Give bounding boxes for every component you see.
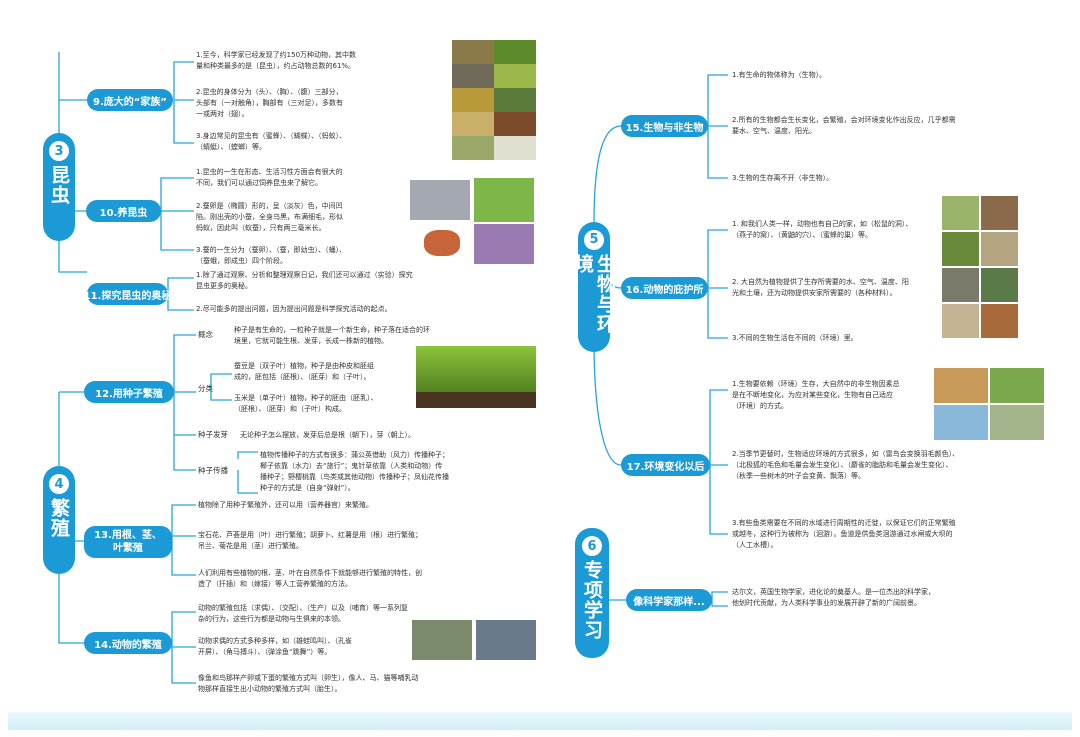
connector-l14-notes	[171, 611, 196, 684]
unit-5-badge: 5 生物与环境	[572, 222, 616, 352]
note-16-2: 2. 大自然为植物提供了生存所需要的水、空气、温度、阳光和土壤，还为动物提供安家…	[732, 278, 909, 297]
tag-seed-dispersal: 种子传播	[198, 466, 228, 475]
note-11-1: 1.除了通过观察、分析和整理观察日记，我们还可以通过（实验）探究昆虫更多的奥秘。	[196, 271, 413, 290]
note-scientist: 达尔文，英国生物学家，进化论的奠基人。是一位杰出的科学家，他划时代贡献，为人类科…	[732, 588, 935, 607]
lesson-17: 17.环境变化以后	[621, 454, 710, 476]
note-15-2: 2.所有的生物都会生长变化，会繁殖，会对环境变化作出反应，几乎都需要水、空气、温…	[732, 116, 956, 135]
unit-6-number: 6	[582, 536, 602, 556]
unit-4-title: 繁殖	[48, 498, 70, 538]
lesson-14: 14.动物的繁殖	[84, 632, 172, 654]
lesson-13-line-1: 13.用根、茎、	[94, 530, 162, 541]
connector-l11-notes	[167, 277, 194, 311]
note-17-2: 2.当季节更替时，生物适应环境的方式很多，如（雷鸟会变换羽毛颜色）、（北极狐的毛…	[732, 450, 960, 480]
animal-nest-photos	[412, 620, 536, 660]
tag-germination: 种子发芽	[198, 430, 228, 439]
note-14-1: 动物的繁殖包括（求偶）、（交配）、（生产）以及（哺育）等一系列复杂的行为，这些行…	[198, 604, 408, 623]
note-9-1: 1.至今，科学家已经发现了约150万种动物，其中数量和种类最多的是（昆虫），约占…	[196, 51, 357, 70]
note-13-3: 人们利用有些植物的根、茎、叶在自然条件下就能够进行繁殖的特性，创造了（扦插）和（…	[198, 569, 422, 588]
connector-classify	[210, 373, 232, 401]
note-10-2: 2.蚕卵是（椭圆）形的，呈（淡灰）色，中间凹陷。刚出壳的小蚕，全身乌黑，布满细毛…	[196, 202, 343, 232]
unit-5-title: 生物与环境	[572, 253, 616, 334]
lesson-12: 12.用种子繁殖	[84, 381, 174, 403]
note-15-1: 1.有生命的物体称为（生物）。	[732, 71, 827, 79]
note-12-dispersal: 植物传播种子的方式有很多：蒲公英借助（风力）传播种子；椰子依靠（水力）去“旅行”…	[260, 451, 449, 492]
note-16-1: 1. 和我们人类一样，动物也有自己的家，如（松鼠的洞）、（燕子的窝）、（黄鼬的穴…	[732, 220, 913, 239]
unit-3-number: 3	[49, 141, 69, 161]
connector-l12-tags	[173, 334, 196, 471]
note-9-2: 2.昆虫的身体分为（头）、（胸）、（腹）三部分，头部有（一对触角），胸部有（三对…	[196, 88, 343, 118]
note-12-concept: 种子是有生命的，一粒种子就是一个新生命，种子落在适合的环境里，它就可能生根、发芽…	[234, 326, 430, 345]
unit-6-badge: 6 专项学习	[575, 528, 609, 658]
unit-4-badge: 4 繁殖	[43, 466, 75, 574]
note-12-dicot: 蚕豆是（双子叶）植物，种子是由种皮和胚组成的，胚包括（胚根）、（胚芽）和（子叶）…	[234, 362, 374, 381]
insects-photo-collage	[452, 40, 536, 160]
note-16-3: 3.不同的生物生活在不同的（环境）里。	[732, 334, 858, 342]
lesson-16: 16.动物的庇护所	[621, 277, 708, 299]
bottom-decoration-band	[8, 712, 1072, 730]
lesson-15: 15.生物与非生物	[621, 115, 708, 137]
unit-3-badge: 3 昆虫	[43, 133, 75, 241]
connector-l16-notes	[707, 229, 728, 339]
note-11-2: 2.尽可能多的提出问题，因为提出问题是科学探究活动的起点。	[196, 305, 392, 313]
note-13-1: 植物除了用种子繁殖外，还可以用（营养器官）来繁殖。	[198, 501, 373, 509]
unit-6-title: 专项学习	[581, 560, 603, 640]
tag-concept: 概念	[198, 330, 213, 339]
note-12-monocot: 玉米是（单子叶）植物，种子的胚由（胚乳）、（胚根）、（胚芽）和（子叶）构成。	[234, 394, 378, 413]
note-10-3: 3.蚕的一生分为（蚕卵）、（蚕，即幼虫）、（蛹）、（蚕蛾，即成虫）四个阶段。	[196, 246, 347, 265]
note-13-2: 宝石花、芦荟是用（叶）进行繁殖；胡萝卜、红薯是用（根）进行繁殖；吊兰、菊花是用（…	[198, 531, 422, 550]
note-15-3: 3.生物的生存离不开（非生物）。	[732, 174, 834, 182]
seedling-photo	[416, 346, 536, 408]
silkworm-photo-collage	[410, 178, 534, 264]
connector-l9-notes	[173, 61, 194, 144]
lesson-11: 11.探究昆虫的奥秘	[84, 283, 171, 305]
connector-u5-l17	[593, 339, 622, 466]
connector-l18-notes	[711, 591, 728, 607]
unit-3-title: 昆虫	[48, 165, 70, 205]
connector-spread	[237, 451, 258, 494]
note-12-germination: 无论种子怎么摆放，发芽后总是根（朝下），芽（朝上）。	[240, 431, 415, 439]
unit-4-number: 4	[49, 474, 69, 494]
environment-change-photos	[934, 368, 1044, 440]
note-9-3: 3.身边常见的昆虫有（蜜蜂）、（蝴蝶）、（蚂蚁）、（蜻蜓）、（螳螂）等。	[196, 132, 347, 151]
lesson-9: 9.庞大的“家族”	[87, 89, 173, 111]
note-14-3: 像鱼和鸟那样产卵或下蛋的繁殖方式叫（卵生），像人、马、猫等哺乳动物那样直接生出小…	[198, 674, 419, 693]
lesson-scientist: 像科学家那样...	[626, 589, 712, 611]
lesson-13: 13.用根、茎、 叶繁殖	[84, 526, 172, 558]
lesson-10: 10.养昆虫	[86, 200, 161, 222]
lesson-13-line-2: 叶繁殖	[113, 543, 143, 554]
note-10-1: 1.昆虫的一生在形态、生活习性方面会有很大的不同，我们可以通过饲养昆虫来了解它。	[196, 168, 343, 187]
connector-u3-l11	[58, 52, 87, 273]
unit-5-number: 5	[584, 230, 604, 250]
connector-u5-l15	[593, 125, 622, 225]
note-17-1: 1.生物要依赖（环境）生存，大自然中的非生物因素总是在不断地变化，为应对某些变化…	[732, 380, 900, 410]
connector-l17-notes	[709, 389, 728, 535]
connector-l13-notes	[171, 504, 196, 576]
connector-l10-notes	[160, 177, 194, 251]
tag-classify: 分类	[198, 384, 213, 393]
animal-shelter-photos	[942, 196, 1018, 338]
connector-l15-notes	[707, 74, 728, 179]
note-17-3: 3.有些鱼类需要在不同的水域进行周期性的迁徙，以保证它们的正常繁殖或越冬，这种行…	[732, 519, 956, 549]
note-14-2: 动物求偶的方式多种多样，如（雄蛙鸣叫）、（孔雀开屏）、（角马搏斗）、（弹涂鱼“跳…	[198, 637, 352, 656]
